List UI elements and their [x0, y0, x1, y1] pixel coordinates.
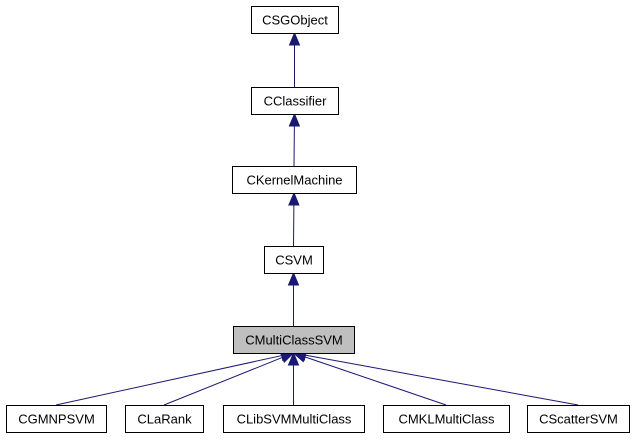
class-label: CSGObject — [262, 13, 328, 28]
class-label: CLibSVMMultiClass — [237, 412, 352, 427]
class-box — [223, 405, 365, 433]
edge-cscattersvm-to-cmulticlasssvm — [292, 349, 579, 406]
class-box — [264, 246, 324, 274]
inheritance-arrowhead-icon — [288, 31, 301, 46]
inheritance-arrowhead-icon — [287, 351, 300, 366]
inheritance-arrowhead-icon — [288, 112, 301, 127]
class-node-clarank[interactable]: CLaRank — [125, 405, 204, 433]
class-node-cmulticlasssvm[interactable]: CMultiClassSVM — [233, 326, 355, 354]
class-label: CKernelMachine — [246, 173, 342, 188]
class-box — [527, 405, 630, 433]
edge-clibsvmmulticlass-to-cmulticlasssvm — [287, 351, 300, 405]
class-label: CGMNPSVM — [18, 412, 95, 427]
edge-ckernelmachine-to-cclassifier — [288, 112, 301, 167]
class-box — [251, 87, 339, 115]
class-box — [125, 405, 204, 433]
class-label: CLaRank — [137, 412, 192, 427]
class-node-csgobject[interactable]: CSGObject — [251, 6, 339, 34]
edge-cmulticlasssvm-to-csvm — [287, 271, 300, 326]
class-label: CSVM — [275, 253, 313, 268]
class-label: CScatterSVM — [539, 412, 618, 427]
class-node-clibsvmmulticlass[interactable]: CLibSVMMultiClass — [223, 405, 365, 433]
class-node-cmklmulticlass[interactable]: CMKLMultiClass — [383, 405, 510, 433]
edge-line — [304, 356, 447, 406]
class-node-cclassifier[interactable]: CClassifier — [251, 87, 339, 115]
class-node-ckernelmachine[interactable]: CKernelMachine — [232, 166, 357, 194]
inheritance-arrowhead-icon — [287, 271, 300, 286]
class-box — [6, 405, 107, 433]
inheritance-arrowhead-icon — [288, 191, 300, 206]
class-node-cgmnpsvm[interactable]: CGMNPSVM — [6, 405, 107, 433]
edge-cmklmulticlass-to-cmulticlasssvm — [292, 351, 447, 406]
class-node-csvm[interactable]: CSVM — [264, 246, 324, 274]
edge-cgmnpsvm-to-cmulticlasssvm — [55, 350, 295, 406]
edge-line — [55, 355, 282, 406]
edge-clarank-to-cmulticlasssvm — [163, 352, 295, 406]
edge-line — [305, 354, 579, 406]
edge-line — [163, 357, 283, 406]
class-box — [232, 166, 357, 194]
class-label: CMKLMultiClass — [398, 412, 495, 427]
class-label: CMultiClassSVM — [245, 333, 343, 348]
edge-csvm-to-ckernelmachine — [288, 191, 300, 247]
edge-cclassifier-to-csgobject — [288, 31, 301, 87]
class-node-cscattersvm[interactable]: CScatterSVM — [527, 405, 630, 433]
class-box — [383, 405, 510, 433]
class-box — [251, 6, 339, 34]
class-label: CClassifier — [264, 94, 328, 109]
class-box — [233, 326, 355, 354]
